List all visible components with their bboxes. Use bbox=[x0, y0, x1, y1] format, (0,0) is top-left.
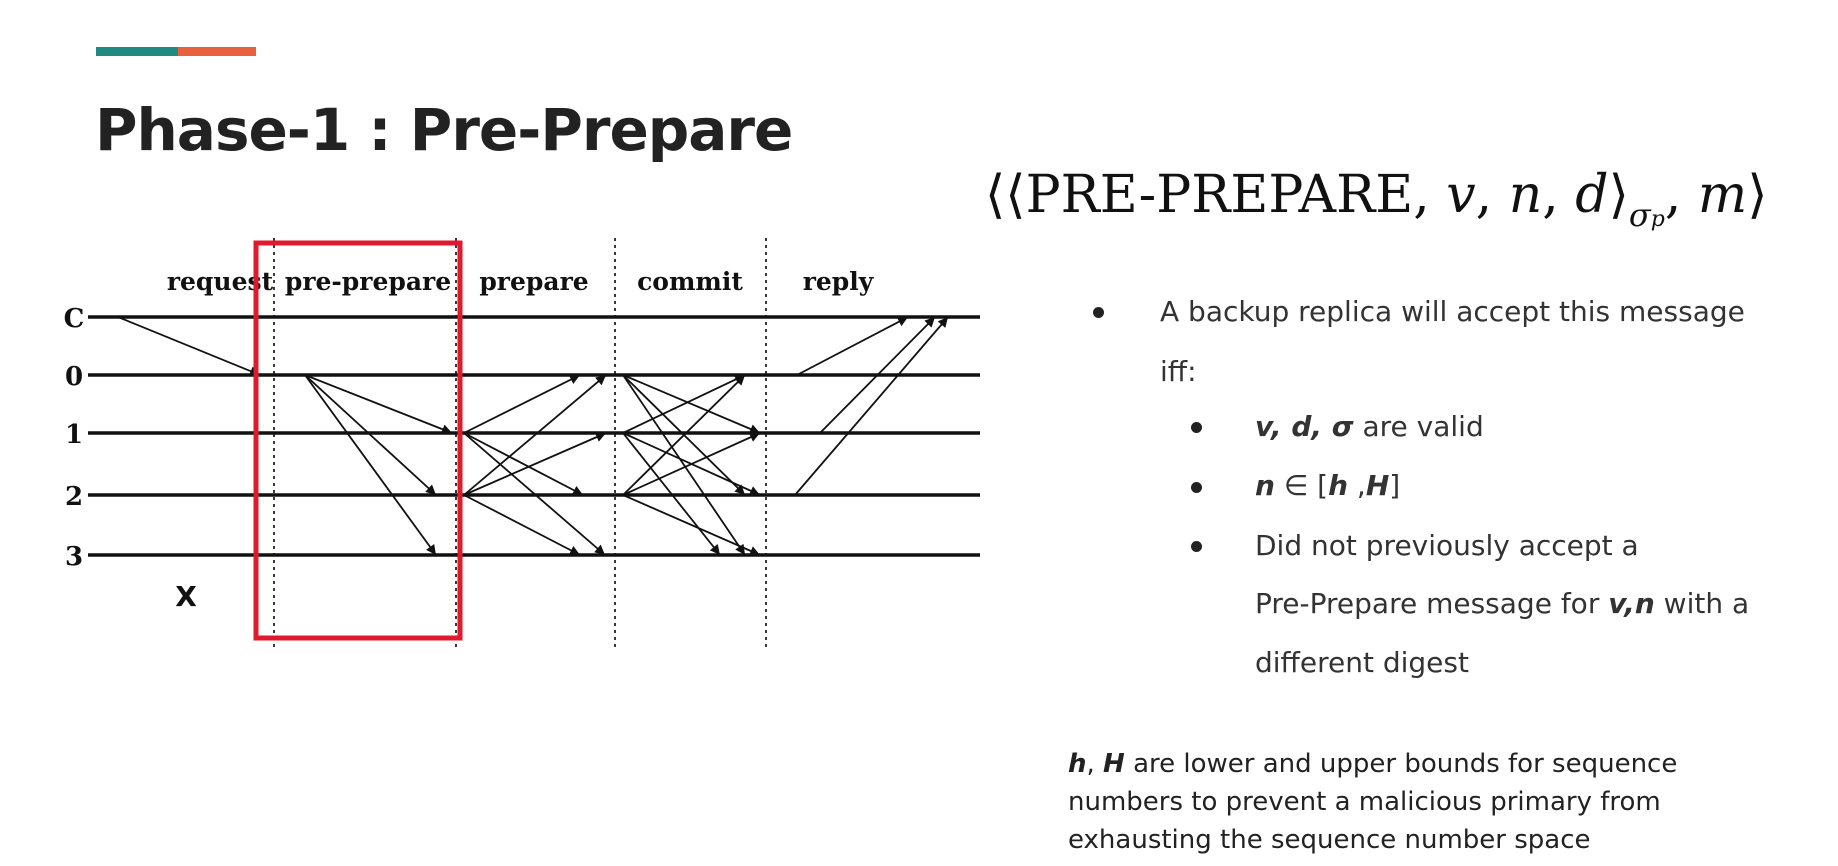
sub2-in: ∈ [ bbox=[1274, 469, 1329, 502]
bullet-sub-no-conflict-line3: different digest bbox=[1255, 646, 1469, 679]
phase-label-prepare: prepare bbox=[479, 267, 588, 296]
message-arrow-2 bbox=[304, 374, 453, 434]
node-label-C: C bbox=[64, 304, 85, 334]
node-label-2: 2 bbox=[65, 482, 83, 512]
formula-open-brackets: ⟨⟨ bbox=[985, 165, 1026, 225]
sub2-comma: , bbox=[1348, 469, 1366, 502]
bullet-dot bbox=[1191, 541, 1202, 552]
note-sep: , bbox=[1086, 749, 1104, 779]
phase-label-pre-prepare: pre-prepare bbox=[285, 267, 451, 296]
bullet-sub-range: n ∈ [h ,H] bbox=[1255, 472, 1400, 500]
sub2-close: ] bbox=[1389, 469, 1401, 502]
formula-d: d bbox=[1575, 165, 1609, 225]
message-arrow-18 bbox=[622, 432, 761, 496]
bounds-note: h, H are lower and upper bounds for sequ… bbox=[1068, 745, 1768, 859]
message-arrow-6 bbox=[463, 432, 584, 496]
message-arrow-9 bbox=[463, 432, 607, 496]
message-arrow-11 bbox=[622, 374, 761, 434]
formula-signature: σp bbox=[1629, 196, 1665, 234]
message-arrow-22 bbox=[794, 316, 949, 496]
bullet-main-line1: A backup replica will accept this messag… bbox=[1160, 295, 1745, 328]
pre-prepare-formula: ⟨⟨PRE-PREPARE, v, n, d⟩σp, m⟩ bbox=[985, 165, 1768, 234]
note-line2: numbers to prevent a malicious primary f… bbox=[1068, 787, 1661, 817]
bullet-sub-no-conflict-line2: Pre-Prepare message for v,n with a bbox=[1255, 590, 1749, 618]
message-arrow-14 bbox=[622, 374, 746, 434]
note-line3: exhausting the sequence number space bbox=[1068, 825, 1591, 855]
formula-sigma: σ bbox=[1628, 196, 1651, 234]
node-labels: C 0 1 2 3 bbox=[64, 304, 85, 572]
bullet-sub-validity: v, d, σ are valid bbox=[1255, 413, 1484, 441]
pre-prepare-highlight-box bbox=[253, 240, 463, 641]
note-H: H bbox=[1103, 749, 1125, 779]
phase-label-commit: commit bbox=[637, 267, 743, 296]
formula-outer-close: ⟩ bbox=[1747, 165, 1768, 225]
node-label-3: 3 bbox=[65, 542, 83, 572]
slide-title: Phase-1 : Pre-Prepare bbox=[95, 96, 793, 164]
formula-message-type: PRE-PREPARE bbox=[1025, 165, 1414, 225]
phase-label-reply: reply bbox=[803, 267, 875, 296]
sub2-H: H bbox=[1365, 469, 1390, 502]
bullet-dot bbox=[1191, 422, 1202, 433]
message-arrow-19 bbox=[622, 494, 761, 556]
message-arrows bbox=[117, 316, 949, 556]
sub3-post: with a bbox=[1654, 587, 1750, 620]
message-arrow-4 bbox=[304, 374, 437, 556]
accent-bar-orange bbox=[178, 47, 256, 56]
sub1-text: are valid bbox=[1353, 410, 1484, 443]
message-arrow-1 bbox=[117, 316, 261, 376]
message-arrow-21 bbox=[819, 316, 936, 434]
node-timelines bbox=[88, 315, 980, 557]
sub1-vars: v, d, σ bbox=[1255, 410, 1354, 443]
sub3-pre: Pre-Prepare message for bbox=[1255, 587, 1609, 620]
bullet-sub-no-conflict-line1: Did not previously accept a bbox=[1255, 529, 1639, 562]
message-arrow-20 bbox=[796, 316, 909, 376]
note-h: h bbox=[1068, 749, 1087, 779]
bullet-main-line2: iff: bbox=[1160, 355, 1197, 388]
message-arrow-17 bbox=[622, 374, 746, 496]
accent-bar-teal bbox=[96, 47, 178, 56]
phase-dividers bbox=[273, 238, 767, 650]
formula-m: m bbox=[1697, 165, 1748, 225]
message-arrow-10 bbox=[463, 494, 581, 556]
sub2-h: h bbox=[1328, 469, 1348, 502]
message-arrow-8 bbox=[463, 374, 607, 496]
formula-n: n bbox=[1508, 165, 1543, 225]
sub2-n: n bbox=[1255, 469, 1275, 502]
message-arrow-16 bbox=[622, 432, 721, 556]
sub3-vn: v,n bbox=[1608, 587, 1655, 620]
message-arrow-3 bbox=[304, 374, 437, 496]
bullet-dot bbox=[1093, 307, 1104, 318]
failure-mark: X bbox=[175, 580, 197, 613]
node-label-1: 1 bbox=[65, 420, 83, 450]
node-label-0: 0 bbox=[65, 362, 83, 392]
message-arrow-13 bbox=[622, 374, 746, 556]
formula-v: v bbox=[1446, 165, 1476, 225]
message-arrow-7 bbox=[463, 432, 606, 556]
bullet-dot bbox=[1191, 482, 1202, 493]
formula-p: p bbox=[1650, 207, 1665, 232]
message-arrow-5 bbox=[463, 374, 581, 434]
note-line1-rest: are lower and upper bounds for sequence bbox=[1124, 749, 1678, 779]
note-line1: h, H are lower and upper bounds for sequ… bbox=[1068, 745, 1768, 783]
formula-inner-close: ⟩ bbox=[1608, 165, 1629, 225]
